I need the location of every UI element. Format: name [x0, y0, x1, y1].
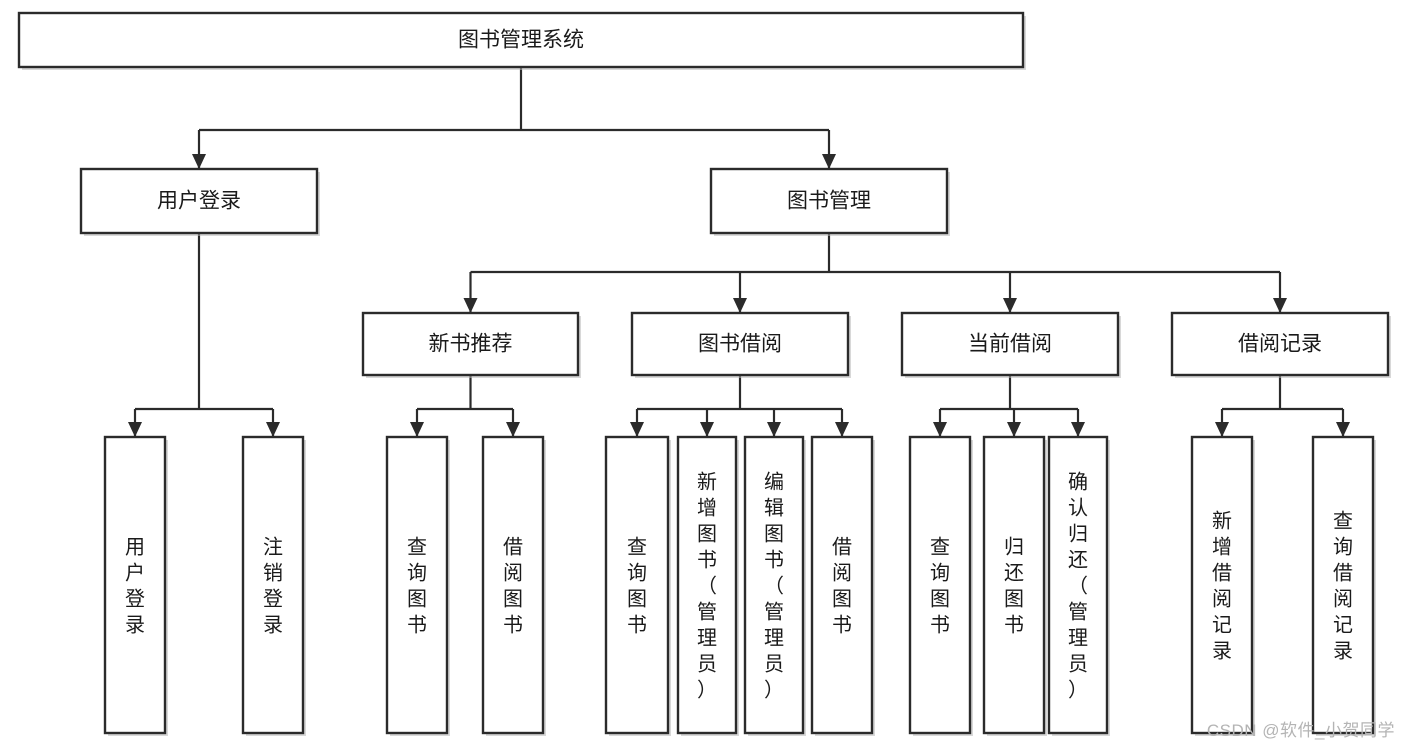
node-leaf-query-record[interactable]: 查询借阅记录: [1311, 435, 1376, 736]
node-label-current-borrow: 当前借阅: [968, 333, 1052, 356]
arrowhead-icon-leaf-query-book-2: [630, 422, 644, 437]
node-label-leaf-borrow-book-1: 借阅图书: [503, 535, 523, 636]
arrowhead-icon-leaf-edit-book: [767, 422, 781, 437]
node-label-leaf-query-book-3: 查询图书: [930, 535, 950, 636]
arrowhead-icon-new-book-recommend: [463, 298, 478, 313]
node-label-leaf-add-book: 新增图书（管理员）: [697, 470, 717, 701]
node-leaf-borrow-book-2[interactable]: 借阅图书: [810, 435, 875, 736]
node-rect[interactable]: [709, 167, 949, 235]
node-leaf-query-book-1[interactable]: 查询图书: [385, 435, 450, 736]
node-leaf-edit-book[interactable]: 编辑图书（管理员）: [743, 435, 806, 736]
node-label-new-book-recommend: 新书推荐: [429, 333, 513, 356]
node-label-user-login: 用户登录: [157, 190, 241, 213]
node-leaf-query-book-3[interactable]: 查询图书: [908, 435, 973, 736]
node-rect[interactable]: [17, 11, 1025, 69]
node-new-book-recommend[interactable]: 新书推荐: [361, 311, 581, 378]
node-label-book-management: 图书管理: [787, 190, 871, 213]
node-boxes: 图书管理系统用户登录图书管理新书推荐图书借阅当前借阅借阅记录用户登录注销登录查询…: [17, 11, 1391, 736]
connector-lines: [128, 67, 1350, 437]
arrowhead-icon-leaf-user-login: [128, 422, 142, 437]
node-label-book-borrow: 图书借阅: [698, 333, 782, 356]
node-rect[interactable]: [630, 311, 850, 377]
arrowhead-icon-book-management: [822, 154, 836, 169]
node-label-leaf-add-record: 新增借阅记录: [1212, 509, 1232, 662]
arrowhead-icon-book-borrow: [733, 298, 747, 313]
node-label-leaf-query-record: 查询借阅记录: [1333, 509, 1353, 662]
node-label-leaf-edit-book: 编辑图书（管理员）: [764, 470, 784, 701]
arrowhead-icon-leaf-borrow-book-2: [835, 422, 849, 437]
node-rect[interactable]: [385, 435, 449, 735]
node-leaf-confirm-return[interactable]: 确认归还（管理员）: [1047, 435, 1110, 736]
node-borrow-record[interactable]: 借阅记录: [1170, 311, 1391, 378]
node-rect[interactable]: [79, 167, 319, 235]
node-rect[interactable]: [810, 435, 874, 735]
node-rect[interactable]: [241, 435, 305, 735]
node-rect[interactable]: [1311, 435, 1375, 735]
arrowhead-icon-leaf-confirm-return: [1071, 422, 1085, 437]
node-rect[interactable]: [1047, 435, 1109, 735]
node-current-borrow[interactable]: 当前借阅: [900, 311, 1121, 378]
node-rect[interactable]: [1190, 435, 1254, 735]
node-rect[interactable]: [982, 435, 1046, 735]
arrowhead-icon-borrow-record: [1273, 298, 1287, 313]
arrowhead-icon-leaf-query-book-3: [933, 422, 947, 437]
node-leaf-logout[interactable]: 注销登录: [241, 435, 306, 736]
node-label-leaf-query-book-1: 查询图书: [407, 535, 427, 636]
arrowhead-icon-leaf-query-record: [1336, 422, 1350, 437]
node-label-leaf-query-book-2: 查询图书: [627, 535, 647, 636]
node-label-leaf-logout: 注销登录: [263, 535, 283, 636]
arrowhead-icon-leaf-add-book: [700, 422, 714, 437]
node-label-borrow-record: 借阅记录: [1238, 333, 1322, 356]
arrowhead-icon-current-borrow: [1003, 298, 1017, 313]
node-rect[interactable]: [1170, 311, 1390, 377]
arrowhead-icon-leaf-borrow-book-1: [506, 422, 520, 437]
node-book-management[interactable]: 图书管理: [709, 167, 950, 236]
node-label-leaf-return-book: 归还图书: [1004, 535, 1024, 636]
arrowhead-icon-leaf-return-book: [1007, 422, 1021, 437]
node-leaf-user-login[interactable]: 用户登录: [103, 435, 168, 736]
node-rect[interactable]: [908, 435, 972, 735]
node-rect[interactable]: [604, 435, 670, 735]
node-leaf-borrow-book-1[interactable]: 借阅图书: [481, 435, 546, 736]
node-label-leaf-user-login: 用户登录: [125, 536, 145, 636]
node-rect[interactable]: [900, 311, 1120, 377]
node-root[interactable]: 图书管理系统: [17, 11, 1026, 70]
node-user-login[interactable]: 用户登录: [79, 167, 320, 236]
node-leaf-return-book[interactable]: 归还图书: [982, 435, 1047, 736]
node-rect[interactable]: [743, 435, 805, 735]
arrowhead-icon-leaf-logout: [266, 422, 280, 437]
arrowhead-icon-user-login: [192, 154, 206, 169]
node-rect[interactable]: [361, 311, 580, 377]
node-rect[interactable]: [103, 435, 167, 735]
node-leaf-add-record[interactable]: 新增借阅记录: [1190, 435, 1255, 736]
arrowhead-icon-leaf-query-book-1: [410, 422, 424, 437]
node-leaf-query-book-2[interactable]: 查询图书: [604, 435, 671, 736]
node-leaf-add-book[interactable]: 新增图书（管理员）: [676, 435, 739, 736]
node-label-leaf-borrow-book-2: 借阅图书: [832, 535, 852, 636]
node-book-borrow[interactable]: 图书借阅: [630, 311, 851, 378]
node-rect[interactable]: [676, 435, 738, 735]
node-label-root: 图书管理系统: [458, 29, 584, 52]
node-label-leaf-confirm-return: 确认归还（管理员）: [1068, 470, 1088, 701]
arrowhead-icon-leaf-add-record: [1215, 422, 1229, 437]
node-rect[interactable]: [481, 435, 545, 735]
